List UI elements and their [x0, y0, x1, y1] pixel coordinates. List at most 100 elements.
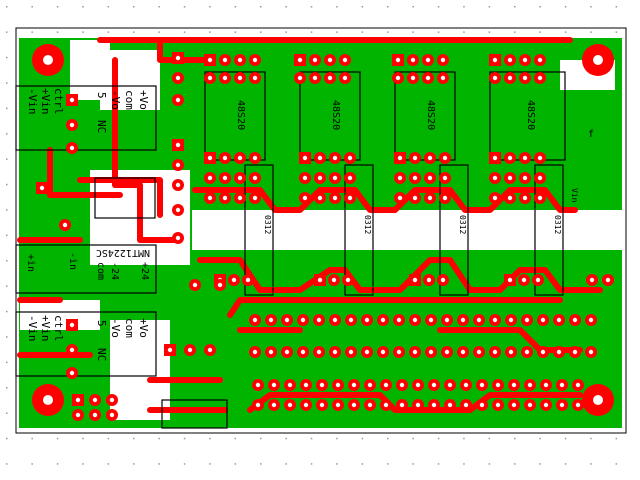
pad [364, 379, 376, 391]
pad [394, 172, 406, 184]
pad [407, 72, 419, 84]
pad [424, 172, 436, 184]
pad [409, 152, 421, 164]
pad [473, 346, 485, 358]
pad [344, 172, 356, 184]
grid-dot [514, 437, 516, 440]
grid-dot [285, 31, 287, 33]
pad [569, 314, 581, 326]
pad [489, 54, 501, 66]
pad [409, 172, 421, 184]
grid-dot [209, 437, 211, 440]
pad [504, 152, 516, 164]
pad [457, 314, 469, 326]
grid-dot [31, 463, 33, 465]
dcdc-top-pin-0: +Vo [137, 90, 150, 110]
grid-dot [6, 6, 8, 8]
pad [425, 346, 437, 358]
pad [361, 314, 373, 326]
grid-dot [310, 6, 313, 8]
grid-dot [82, 31, 84, 33]
pad [314, 152, 326, 164]
grid-dot [285, 437, 287, 440]
pad [249, 192, 261, 204]
grid-dot [260, 463, 262, 465]
grid-dot [260, 6, 262, 8]
pad [66, 119, 78, 131]
grid-dot [133, 437, 135, 440]
grid-dot [6, 183, 8, 186]
grid-dot [6, 234, 8, 237]
pad [504, 54, 516, 66]
grid-dot [260, 31, 262, 33]
pad [393, 346, 405, 358]
grid-dot [234, 437, 237, 440]
pad [242, 274, 254, 286]
dcdc-bottom-pin-0: +Vo [137, 318, 150, 338]
pads [36, 52, 614, 421]
pad [521, 314, 533, 326]
pad [89, 394, 101, 406]
grid-dot [336, 463, 338, 465]
grid-dot [488, 437, 491, 440]
pad [219, 152, 231, 164]
pad [396, 379, 408, 391]
grid-dot [590, 463, 592, 465]
grid-dot [437, 31, 440, 33]
pad [329, 172, 341, 184]
pad [504, 172, 516, 184]
pad [521, 346, 533, 358]
pad [537, 314, 549, 326]
pad [332, 379, 344, 391]
pad [380, 399, 392, 411]
grid-dot [437, 437, 440, 440]
pad [234, 54, 246, 66]
pad [234, 152, 246, 164]
grid-dot [260, 437, 262, 440]
pad [553, 314, 565, 326]
grid-dot [56, 463, 59, 465]
pad [332, 399, 344, 411]
grid-dot [82, 437, 84, 440]
pad [444, 399, 456, 411]
pad [553, 346, 565, 358]
pad [534, 72, 546, 84]
pad [428, 399, 440, 411]
grid-dot [387, 437, 389, 440]
pad [504, 192, 516, 204]
grid-dot [615, 31, 618, 33]
pad [172, 139, 184, 151]
grid-dot [56, 6, 59, 8]
pad [294, 72, 306, 84]
pad [214, 279, 226, 291]
pad [339, 54, 351, 66]
mounting-holes [32, 44, 614, 416]
pad [265, 314, 277, 326]
conn-top-label-1: +Vin [39, 88, 52, 115]
pad [316, 399, 328, 411]
grid-dot [361, 31, 364, 33]
conn-top-label-2: -Vin [26, 88, 39, 115]
grid-dot [564, 6, 567, 8]
grid-dot [412, 437, 414, 440]
pad [328, 274, 340, 286]
pad [66, 142, 78, 154]
pad [172, 204, 184, 216]
pad [504, 72, 516, 84]
pad [339, 72, 351, 84]
grid-dot [6, 336, 8, 338]
pad [314, 274, 326, 286]
pad [393, 314, 405, 326]
pad [300, 399, 312, 411]
pad [234, 72, 246, 84]
grid-dot [514, 31, 516, 33]
pad [505, 346, 517, 358]
grid-dot [361, 437, 364, 440]
pad [423, 274, 435, 286]
grid-dot [336, 437, 338, 440]
pad [316, 379, 328, 391]
pad [344, 152, 356, 164]
pad [519, 54, 531, 66]
pad [444, 379, 456, 391]
grid-dot [6, 437, 8, 440]
